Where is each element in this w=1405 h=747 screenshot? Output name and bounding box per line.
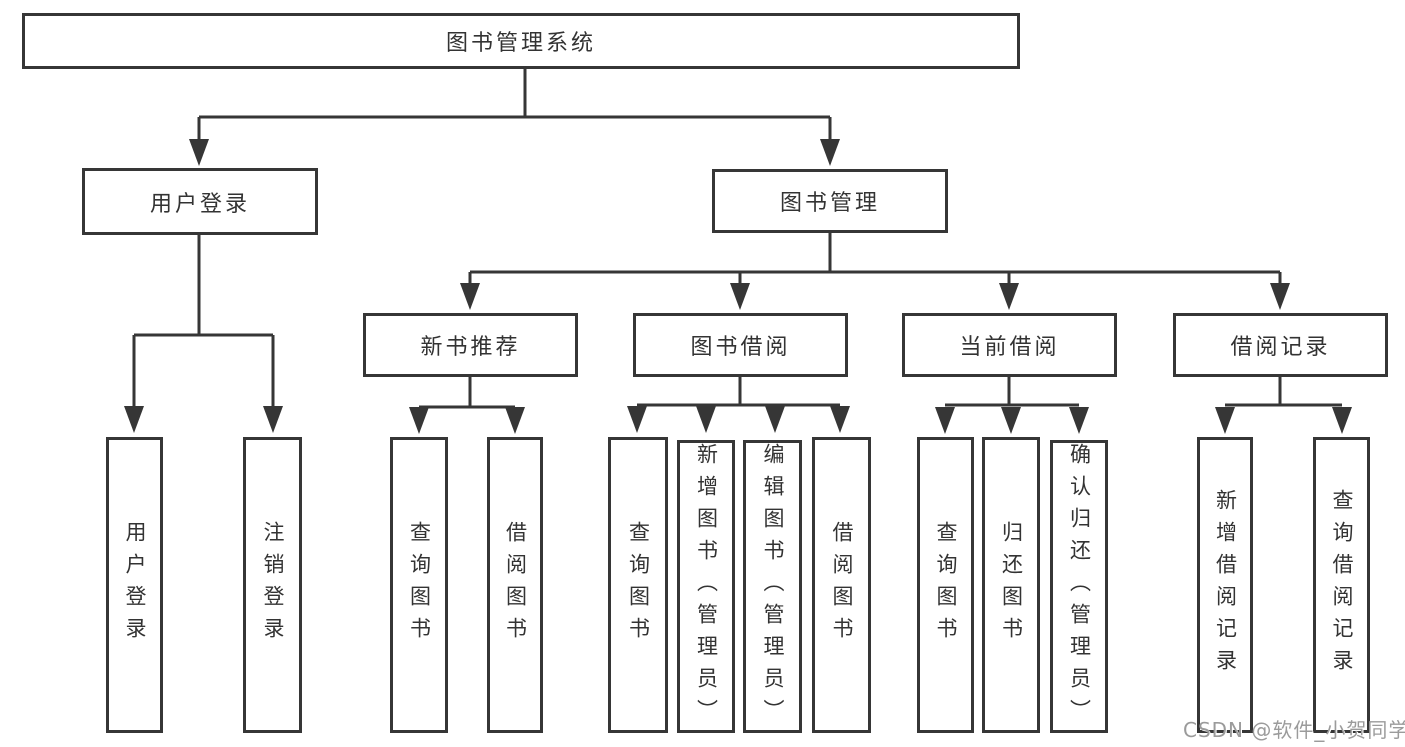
node-current-borrow-label: 当前借阅 bbox=[959, 335, 1060, 360]
tree-edges bbox=[132, 69, 1342, 409]
leaf-recommend-query-book: 查询图书 bbox=[390, 437, 448, 733]
leaf-user-login: 用户登录 bbox=[106, 437, 163, 733]
leaf-borrow-borrow-book-label: 借阅图书 bbox=[830, 521, 854, 649]
leaf-borrow-add-book: 新增图书（管理员） bbox=[677, 440, 735, 733]
leaf-recommend-borrow-book-label: 借阅图书 bbox=[503, 521, 528, 649]
node-root-label: 图书管理系统 bbox=[445, 31, 596, 56]
node-user-login-label: 用户登录 bbox=[149, 191, 250, 217]
node-root: 图书管理系统 bbox=[22, 13, 1020, 69]
leaf-current-return-book: 归还图书 bbox=[982, 437, 1040, 733]
leaf-borrow-edit-book-label: 编辑图书（管理员） bbox=[761, 443, 785, 731]
leaf-user-login-label: 用户登录 bbox=[123, 521, 147, 649]
node-new-book-recommend-label: 新书推荐 bbox=[420, 335, 521, 360]
node-book-borrow: 图书借阅 bbox=[633, 313, 848, 377]
leaf-current-confirm-return-label: 确认归还（管理员） bbox=[1067, 443, 1092, 731]
node-borrow-record: 借阅记录 bbox=[1173, 313, 1388, 377]
leaf-recommend-query-book-label: 查询图书 bbox=[407, 521, 432, 649]
leaf-recommend-borrow-book: 借阅图书 bbox=[487, 437, 543, 733]
leaf-current-query-book-label: 查询图书 bbox=[934, 521, 958, 649]
leaf-current-confirm-return: 确认归还（管理员） bbox=[1050, 440, 1108, 733]
leaf-record-add: 新增借阅记录 bbox=[1197, 437, 1253, 733]
node-borrow-record-label: 借阅记录 bbox=[1230, 335, 1331, 360]
leaf-borrow-query-book-label: 查询图书 bbox=[626, 521, 651, 649]
watermark: CSDN @软件_小贺同学 bbox=[1183, 718, 1405, 742]
leaf-logout: 注销登录 bbox=[243, 437, 302, 733]
leaf-record-add-label: 新增借阅记录 bbox=[1213, 489, 1238, 681]
leaf-borrow-edit-book: 编辑图书（管理员） bbox=[743, 440, 802, 733]
node-new-book-recommend: 新书推荐 bbox=[363, 313, 578, 377]
leaf-record-query: 查询借阅记录 bbox=[1313, 437, 1370, 733]
node-book-management-label: 图书管理 bbox=[779, 191, 880, 216]
leaf-record-query-label: 查询借阅记录 bbox=[1330, 489, 1354, 681]
node-user-login: 用户登录 bbox=[82, 168, 318, 235]
leaf-current-return-book-label: 归还图书 bbox=[999, 521, 1024, 649]
arrowhead-icons bbox=[124, 139, 1352, 434]
leaf-borrow-query-book: 查询图书 bbox=[608, 437, 668, 733]
leaf-logout-label: 注销登录 bbox=[261, 521, 285, 649]
leaf-borrow-add-book-label: 新增图书（管理员） bbox=[694, 443, 719, 731]
node-current-borrow: 当前借阅 bbox=[902, 313, 1117, 377]
leaf-borrow-borrow-book: 借阅图书 bbox=[812, 437, 871, 733]
node-book-management: 图书管理 bbox=[712, 169, 948, 233]
node-book-borrow-label: 图书借阅 bbox=[690, 335, 791, 360]
leaf-current-query-book: 查询图书 bbox=[917, 437, 974, 733]
